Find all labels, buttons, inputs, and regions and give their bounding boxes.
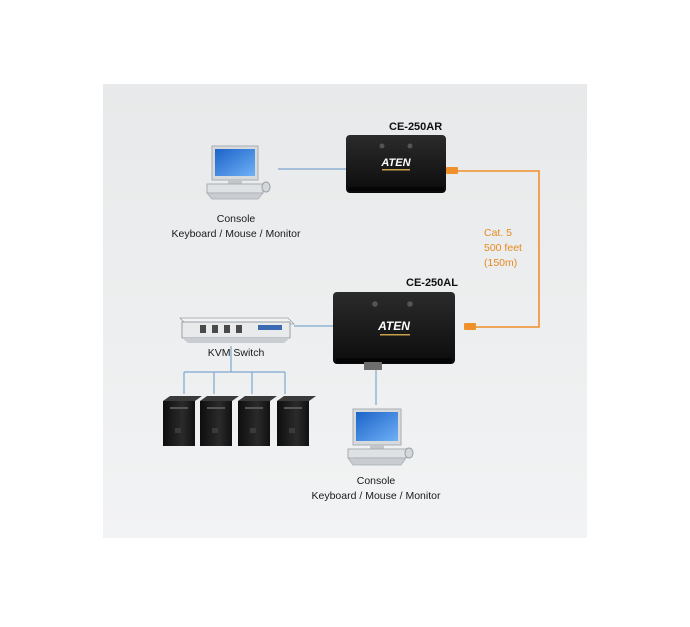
- ce-250al-device: ATEN: [333, 292, 455, 370]
- local-console-title: Console: [356, 475, 396, 487]
- kvm-switch-label: KVM Switch: [207, 347, 265, 359]
- remote-console-title: Console: [216, 213, 256, 225]
- cable-length-meters-label: (150m): [484, 257, 518, 269]
- cable-length-feet-label: 500 feet: [484, 242, 522, 254]
- ce-250al-logo: ATEN: [377, 319, 410, 333]
- ce-250ar-device: ATEN: [346, 135, 446, 193]
- ce-250ar-label: CE-250AR: [389, 121, 443, 133]
- local-console-subtitle: Keyboard / Mouse / Monitor: [311, 490, 441, 502]
- remote-console-computer-icon: [206, 145, 271, 200]
- local-rj45-plug: [464, 323, 476, 330]
- kvm-to-servers-link: [183, 346, 286, 394]
- server-tower-3-icon: [238, 396, 277, 446]
- ce-250al-label: CE-250AL: [406, 277, 458, 289]
- kvm-switch-icon: [179, 317, 295, 343]
- server-tower-2-icon: [200, 396, 239, 446]
- cat5-cable: [456, 170, 540, 328]
- console-connections: [183, 168, 377, 405]
- remote-console-subtitle: Keyboard / Mouse / Monitor: [171, 228, 301, 240]
- remote-rj45-plug: [446, 167, 458, 174]
- cat5-cable-line: [456, 170, 540, 328]
- cable-type-label: Cat. 5: [484, 227, 513, 239]
- local-console-computer-icon: [347, 408, 414, 466]
- server-tower-4-icon: [277, 396, 316, 446]
- ce-250ar-logo: ATEN: [380, 157, 411, 169]
- server-tower-1-icon: [163, 396, 202, 446]
